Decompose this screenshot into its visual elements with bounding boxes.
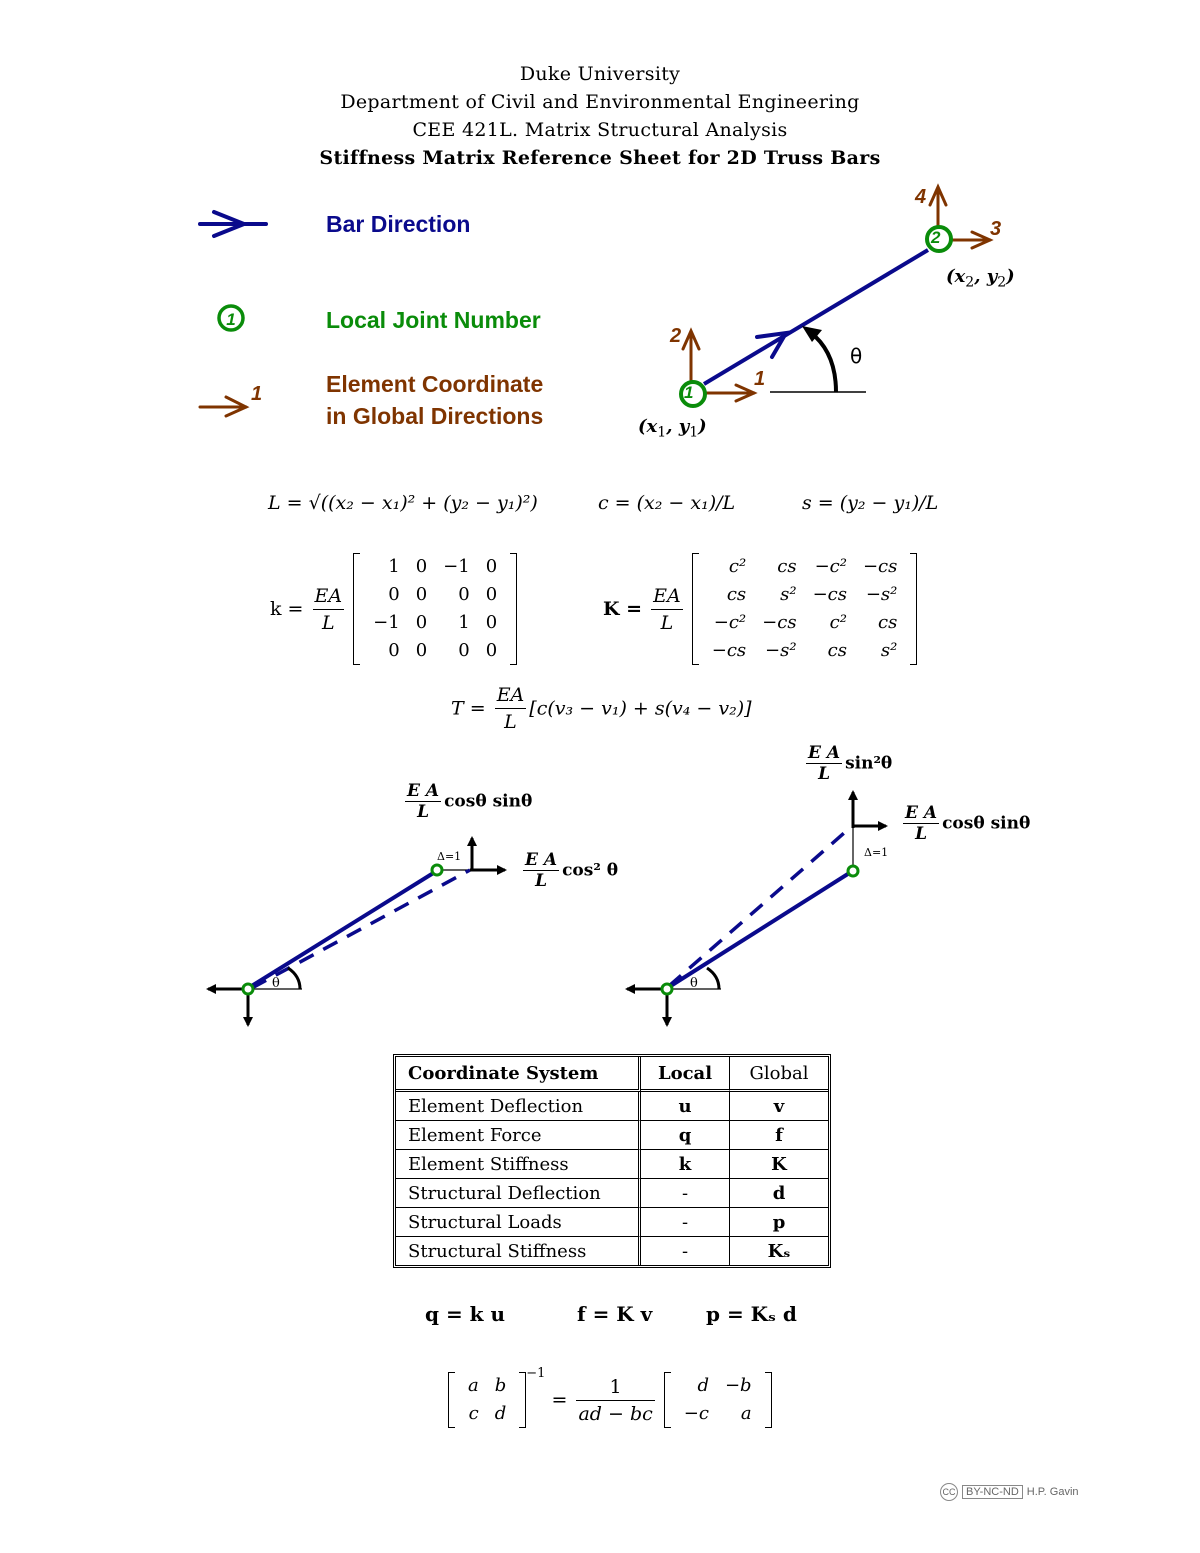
license-footer: CC BY-NC-ND H.P. Gavin — [940, 1483, 1079, 1501]
svg-text:1: 1 — [251, 383, 262, 405]
author-name: H.P. Gavin — [1026, 1486, 1079, 1498]
deformation-diagram-vertical: θ Δ=1 — [625, 790, 888, 1027]
svg-text:Δ=1: Δ=1 — [437, 850, 461, 863]
dof-2-label: 2 — [670, 325, 682, 347]
svg-text:θ: θ — [272, 976, 280, 991]
svg-text:θ: θ — [850, 344, 862, 368]
legend-local-joint: Local Joint Number — [326, 307, 541, 333]
legend-element-coordinate-line2: in Global Directions — [326, 403, 544, 429]
license-badge: BY-NC-ND — [962, 1485, 1023, 1499]
joint-2-label: 2 — [931, 228, 941, 247]
legend-element-coordinate-line1: Element Coordinate — [326, 371, 544, 397]
coordinate-system-table: Coordinate System Local Global Element D… — [393, 1054, 831, 1268]
formula-sine: s = (y₂ − y₁)/L — [802, 492, 939, 514]
dof-1-label: 1 — [754, 368, 766, 390]
relation-global-force: f = K v — [577, 1302, 653, 1326]
joint-1-coordinates: (x1, y1) — [638, 416, 707, 441]
k-lhs: k = — [270, 598, 304, 620]
K-lhs: K = — [603, 598, 643, 620]
department-name: Department of Civil and Environmental En… — [340, 91, 860, 113]
joint-2-coordinates: (x2, y2) — [946, 266, 1015, 291]
course-name: CEE 421L. Matrix Structural Analysis — [412, 119, 788, 141]
legend-bar-direction: Bar Direction — [326, 211, 471, 237]
sheet-title: Stiffness Matrix Reference Sheet for 2D … — [319, 147, 881, 169]
university-name: Duke University — [519, 63, 681, 85]
formula-length: L = √((x₂ − x₁)² + (y₂ − y₁)²) — [268, 492, 538, 514]
deformation-diagram-horizontal: θ Δ=1 — [206, 836, 507, 1027]
dof-3-label: 3 — [990, 218, 1002, 240]
creative-commons-icon: CC — [940, 1483, 958, 1501]
local-joint-icon: 1 — [217, 304, 245, 332]
joint-1-label: 1 — [684, 383, 694, 402]
truss-bar-diagram: θ — [679, 183, 994, 408]
table-row: Structural Deflection-d — [396, 1179, 828, 1208]
dof-4-label: 4 — [915, 186, 927, 208]
bar-direction-icon — [198, 210, 268, 238]
table-row: Structural Loads-p — [396, 1208, 828, 1237]
table-row: Structural Stiffness-Kₛ — [396, 1237, 828, 1265]
relation-structural-loads: p = Kₛ d — [706, 1302, 797, 1326]
relation-local-force: q = k u — [425, 1302, 506, 1326]
document-header: Duke University Department of Civil and … — [0, 60, 1200, 172]
svg-text:1: 1 — [226, 310, 235, 329]
svg-text:θ: θ — [690, 976, 698, 991]
element-coordinate-icon — [198, 395, 250, 418]
svg-text:Δ=1: Δ=1 — [864, 846, 888, 859]
formula-cosine: c = (x₂ − x₁)/L — [598, 492, 736, 514]
table-header-row: Coordinate System Local Global — [396, 1057, 828, 1092]
